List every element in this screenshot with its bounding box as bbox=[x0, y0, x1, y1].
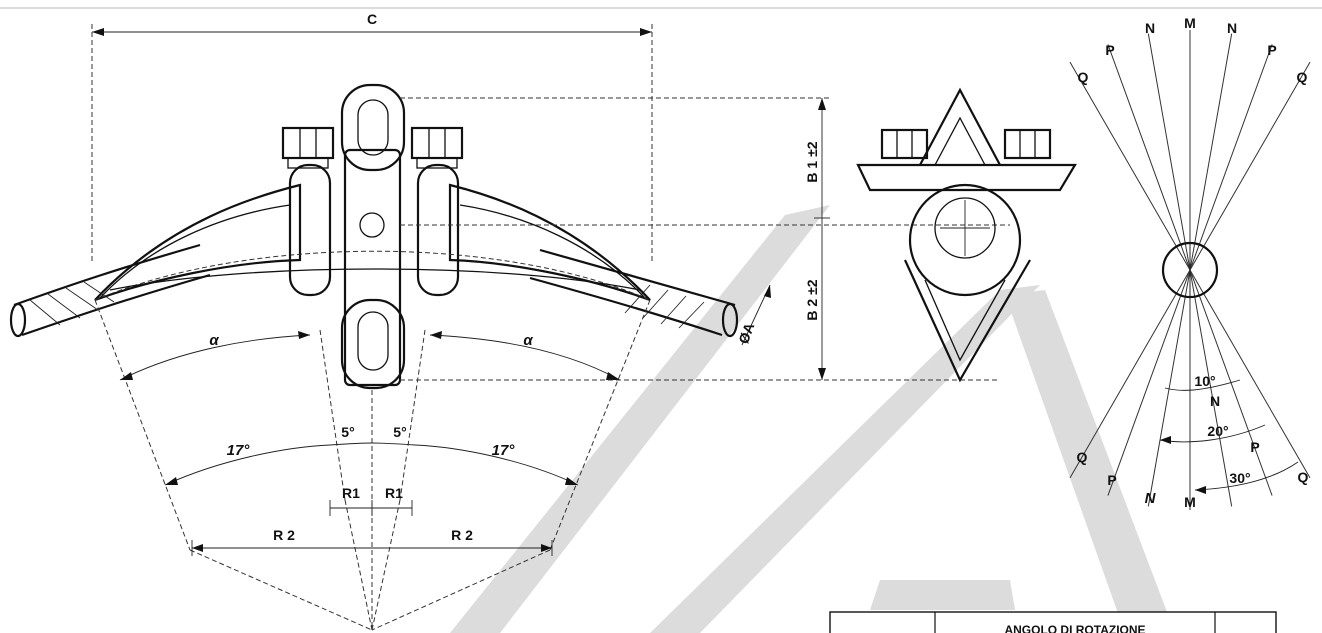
angle-30-label: 30° bbox=[1229, 470, 1250, 486]
angle-10-label: 10° bbox=[1194, 373, 1215, 389]
label-p-top-left: P bbox=[1105, 42, 1114, 58]
dim-r1-left: R1 bbox=[342, 485, 360, 501]
side-view: B 1 ±2 B 2 ±2 bbox=[804, 87, 1077, 383]
dim-c-label: C bbox=[367, 11, 377, 27]
watermark bbox=[450, 205, 1175, 633]
label-q-top-right: Q bbox=[1297, 69, 1308, 85]
dim-b2: B 2 ±2 bbox=[804, 279, 820, 320]
dim-5-right: 5° bbox=[393, 424, 406, 440]
dim-17-right: 17° bbox=[492, 442, 516, 459]
angle-20-label: 20° bbox=[1207, 423, 1228, 439]
label-m-bottom: M bbox=[1184, 494, 1196, 510]
label-n-top-left: N bbox=[1145, 20, 1155, 36]
dim-r2-left: R 2 bbox=[273, 527, 295, 543]
front-view: C bbox=[9, 11, 771, 631]
label-q-bottom-right: Q bbox=[1298, 469, 1309, 485]
dim-phi-a: ØA bbox=[735, 321, 757, 346]
angle-20-letter: P bbox=[1250, 439, 1259, 455]
label-p-top-right: P bbox=[1267, 42, 1276, 58]
label-n-bottom-left: N bbox=[1145, 490, 1157, 507]
dim-b1: B 1 ±2 bbox=[804, 141, 820, 182]
projection-lines bbox=[400, 97, 1010, 381]
rotation-diagram: Q P N M N P Q Q P N M Q 10° N 20° P 30° bbox=[1069, 15, 1311, 510]
label-n-top-right: N bbox=[1227, 20, 1237, 36]
dim-alpha-left: α bbox=[209, 332, 219, 349]
label-q-bottom-left: Q bbox=[1077, 449, 1088, 465]
table-header: ANGOLO DI ROTAZIONE bbox=[1004, 623, 1145, 633]
dim-alpha-right: α bbox=[523, 332, 533, 349]
label-q-top-left: Q bbox=[1078, 69, 1089, 85]
label-p-bottom-left: P bbox=[1107, 472, 1116, 488]
dim-r1-right: R1 bbox=[385, 485, 403, 501]
dim-5-left: 5° bbox=[341, 424, 354, 440]
dim-r2-right: R 2 bbox=[451, 527, 473, 543]
rotation-table: ANGOLO DI ROTAZIONE bbox=[829, 611, 1277, 633]
angle-10-letter: N bbox=[1210, 393, 1220, 409]
label-m-top: M bbox=[1184, 15, 1196, 31]
dim-17-left: 17° bbox=[227, 442, 251, 459]
